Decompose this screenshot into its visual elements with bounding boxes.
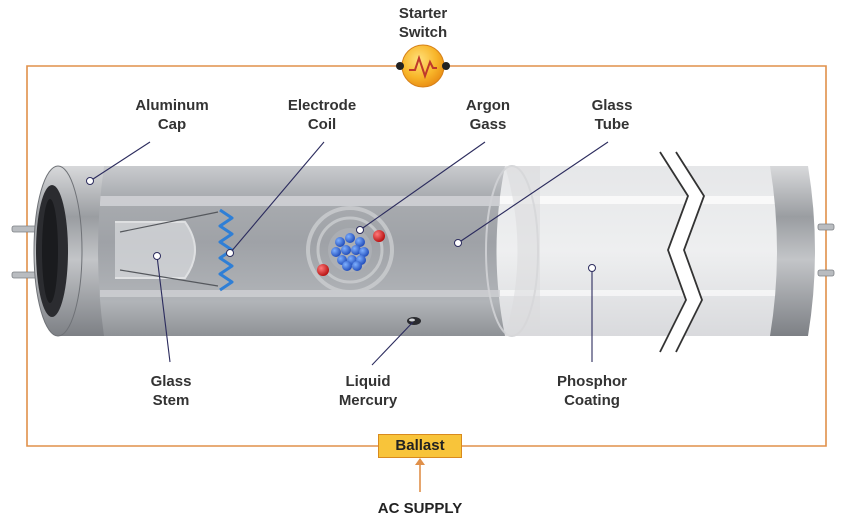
- starter-switch-icon: [396, 44, 450, 88]
- right-pins: [817, 223, 835, 277]
- leader-dots: [86, 177, 596, 272]
- ac-supply-label: AC SUPPLY: [377, 500, 463, 517]
- phosphor-coating-edge: [505, 166, 540, 336]
- argon-gas-atom: [306, 206, 394, 294]
- glass-stem: [115, 211, 219, 287]
- glass-tube: [490, 166, 790, 336]
- right-cap: [770, 166, 815, 336]
- aluminum-cap: [33, 165, 104, 337]
- ac-supply-arrow: [415, 458, 425, 465]
- mercury-highlight: [409, 318, 415, 322]
- break-mark: [659, 151, 705, 353]
- leader-lines: [89, 141, 609, 366]
- ballast-box: Ballast: [378, 434, 462, 458]
